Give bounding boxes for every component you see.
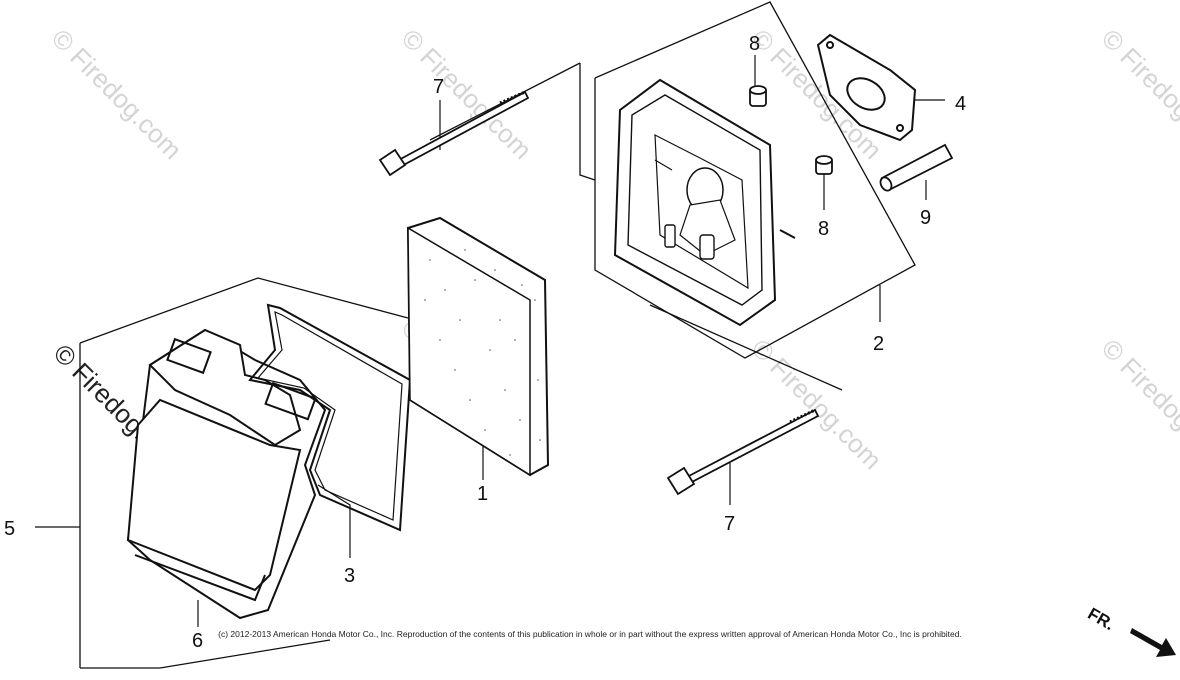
watermark-text: © Firedog.com — [1096, 23, 1180, 165]
callout-4: 4 — [955, 93, 966, 115]
watermark-text: © Firedog.com — [46, 23, 188, 165]
callouts: 1 2 3 4 5 6 7 7 8 8 9 — [4, 33, 966, 652]
filter-element — [406, 216, 550, 477]
callout-2: 2 — [873, 333, 884, 355]
collar-nut — [749, 85, 767, 107]
breather-tube — [879, 143, 954, 192]
callout-7: 7 — [433, 76, 444, 98]
air-cleaner-cover — [126, 328, 327, 620]
gasket-plate — [816, 33, 917, 142]
watermark-text: © Firedog.com — [746, 333, 888, 475]
callout-5: 5 — [4, 518, 15, 540]
watermark-text: © Firedog.com — [1096, 333, 1180, 475]
callout-8: 8 — [818, 218, 829, 240]
watermark-text: © Firedog.com — [396, 23, 538, 165]
bolt — [666, 408, 820, 496]
front-direction-arrow — [1130, 628, 1176, 657]
callout-6: 6 — [192, 630, 203, 652]
callout-3: 3 — [344, 565, 355, 587]
callout-8: 8 — [749, 33, 760, 55]
air-cleaner-case — [613, 78, 796, 327]
bolt — [378, 90, 530, 177]
gasket — [248, 303, 412, 532]
copyright-notice: (c) 2012-2013 American Honda Motor Co., … — [218, 629, 962, 639]
collar-nut — [815, 155, 833, 175]
callout-7: 7 — [724, 513, 735, 535]
callout-9: 9 — [920, 207, 931, 229]
callout-1: 1 — [477, 483, 488, 505]
assembly-outline — [79, 1, 916, 669]
